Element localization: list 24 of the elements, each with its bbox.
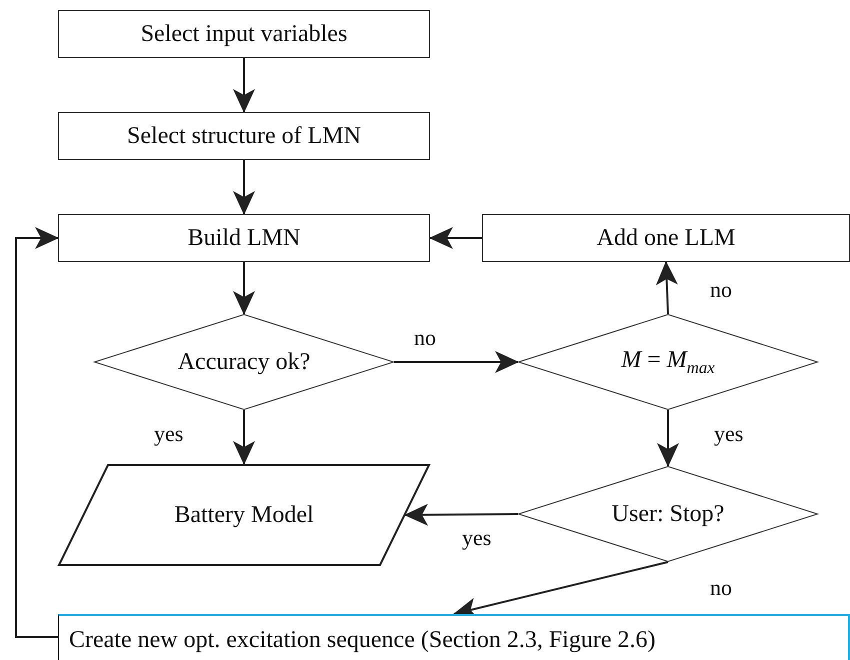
arrow: [656, 261, 678, 314]
node-label: Select structure of LMN: [127, 122, 361, 150]
node-label: M = M$_{max}$: [621, 346, 715, 378]
process-box: [58, 214, 430, 262]
arrow: [404, 504, 518, 526]
arrow: [233, 160, 255, 215]
node-label: Battery Model: [174, 502, 314, 528]
arrow: [15, 227, 59, 638]
node-label: User: Stop?: [612, 500, 724, 528]
node-label: Create new opt. excitation sequence (Section 2.3, Figure 2.6): [69, 626, 656, 654]
arrow: [233, 58, 255, 113]
process-box: [58, 112, 430, 160]
arrow: [429, 227, 482, 249]
arrow: [394, 351, 519, 373]
process-box: [58, 614, 850, 660]
process-box: [58, 10, 430, 58]
node-label: Add one LLM: [596, 224, 736, 252]
process-box: [482, 214, 850, 262]
node-label: Select input variables: [140, 20, 348, 48]
node-label: Build LMN: [188, 224, 300, 252]
arrow: [233, 262, 255, 315]
arrow: [233, 410, 255, 465]
arrow: [657, 410, 679, 467]
node-label: Accuracy ok?: [178, 348, 310, 376]
